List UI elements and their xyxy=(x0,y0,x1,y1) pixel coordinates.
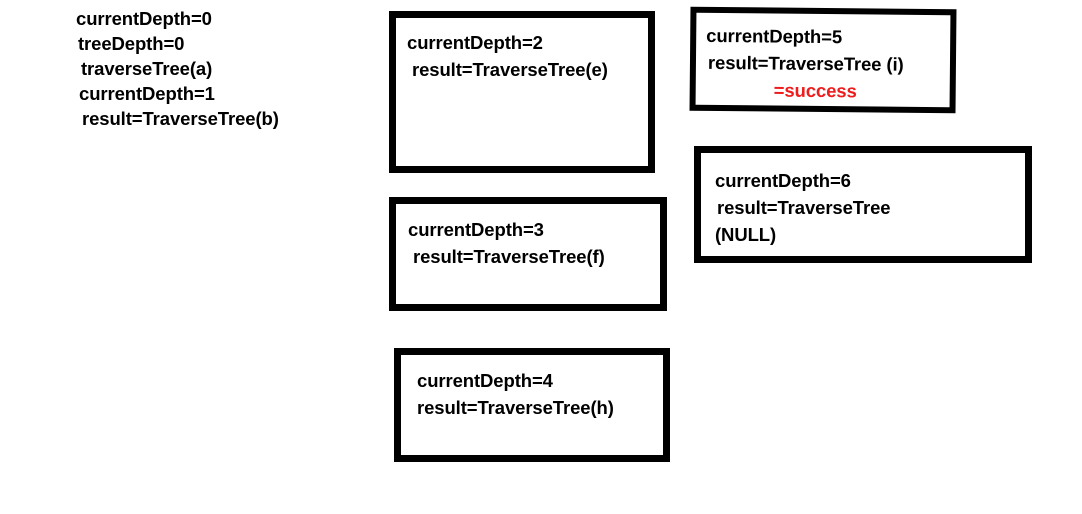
frame-box-depth5-content: currentDepth=5 result=TraverseTree (i) =… xyxy=(706,22,947,105)
frame-box-depth6-content: currentDepth=6 result=TraverseTree (NULL… xyxy=(715,167,1021,248)
trace-line-current-depth-0: currentDepth=0 xyxy=(76,8,212,29)
frame-depth-label: currentDepth=2 xyxy=(407,32,543,53)
frame-depth-label: currentDepth=6 xyxy=(715,170,851,191)
frame-result-label: result=TraverseTree(h) xyxy=(417,397,614,418)
frame-box-depth5: currentDepth=5 result=TraverseTree (i) =… xyxy=(689,6,957,114)
frame-result-label: result=TraverseTree(f) xyxy=(413,246,605,267)
frame-box-depth2-content: currentDepth=2 result=TraverseTree(e) xyxy=(407,29,644,83)
frame-result-label: result=TraverseTree (i) xyxy=(707,51,904,75)
frame-box-depth4-content: currentDepth=4 result=TraverseTree(h) xyxy=(417,367,659,421)
root-call-trace: currentDepth=0 treeDepth=0 traverseTree(… xyxy=(76,6,376,131)
frame-result-label: result=TraverseTree xyxy=(717,197,891,218)
trace-line-traverse-tree-a: traverseTree(a) xyxy=(81,58,213,79)
frame-box-depth3: currentDepth=3 result=TraverseTree(f) xyxy=(389,197,667,311)
trace-line-current-depth-1: currentDepth=1 xyxy=(79,83,215,104)
frame-box-depth2: currentDepth=2 result=TraverseTree(e) xyxy=(389,11,655,173)
frame-result-label-continued: (NULL) xyxy=(715,224,777,245)
frame-result-label: result=TraverseTree(e) xyxy=(412,59,608,80)
frame-depth-label: currentDepth=4 xyxy=(417,370,553,391)
frame-box-depth3-content: currentDepth=3 result=TraverseTree(f) xyxy=(408,216,656,270)
trace-line-result-traverse-tree-b: result=TraverseTree(b) xyxy=(82,108,279,129)
frame-status-success-label: =success xyxy=(773,79,857,102)
frame-box-depth6: currentDepth=6 result=TraverseTree (NULL… xyxy=(694,146,1032,263)
trace-line-tree-depth-0: treeDepth=0 xyxy=(78,33,185,54)
frame-box-depth4: currentDepth=4 result=TraverseTree(h) xyxy=(394,348,670,462)
frame-depth-label: currentDepth=5 xyxy=(706,24,843,48)
frame-depth-label: currentDepth=3 xyxy=(408,219,544,240)
